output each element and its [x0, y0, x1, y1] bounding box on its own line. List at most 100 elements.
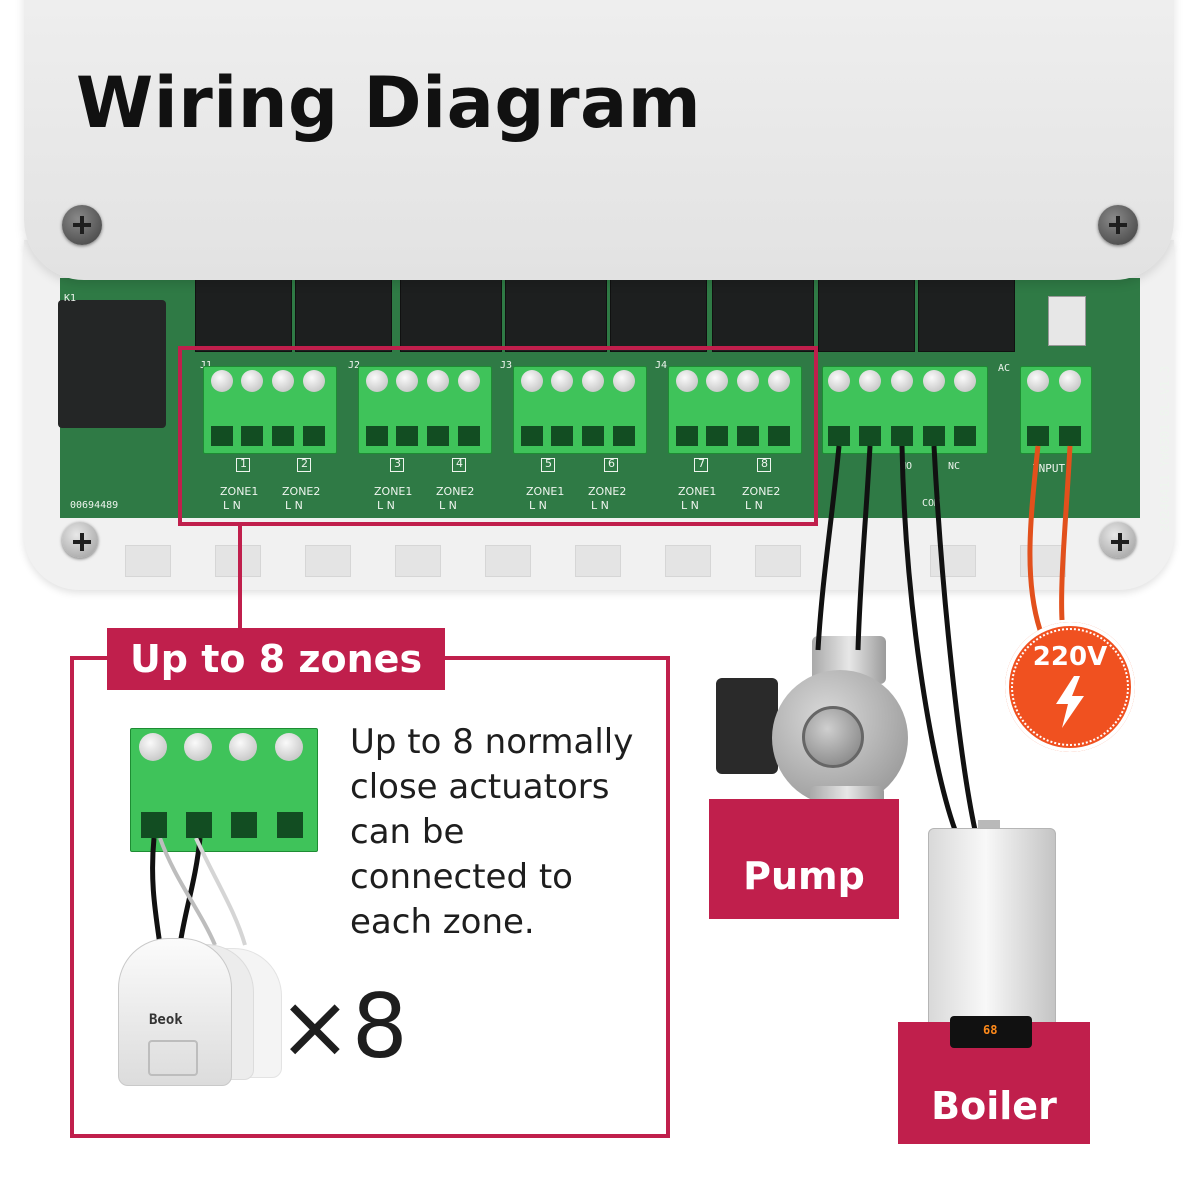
contact-label-no: NO — [900, 461, 913, 472]
input-label: INPUT — [1032, 462, 1066, 475]
terminal-slot[interactable] — [582, 426, 604, 446]
power-label: 220V — [1032, 642, 1108, 672]
relay — [295, 278, 392, 352]
ac-label: AC — [998, 363, 1011, 374]
terminal-screw-icon[interactable] — [676, 370, 698, 392]
terminal-slot[interactable] — [954, 426, 976, 446]
zone-number: 1 — [240, 457, 247, 470]
contact-label-com: COM — [922, 498, 941, 509]
terminal-slot[interactable] — [521, 426, 543, 446]
terminal-slot[interactable] — [303, 426, 325, 446]
terminal-screw-icon[interactable] — [366, 370, 388, 392]
terminal-screw-icon[interactable] — [923, 370, 945, 392]
terminal-screw-icon[interactable] — [1027, 370, 1049, 392]
terminal-slot — [231, 812, 257, 838]
terminal-slot[interactable] — [828, 426, 850, 446]
cable-knockout — [395, 545, 441, 577]
zone-number: 3 — [394, 457, 401, 470]
zone-number-box — [541, 458, 555, 472]
terminal-screw-icon[interactable] — [458, 370, 480, 392]
terminal-screw-icon[interactable] — [1059, 370, 1081, 392]
zone-name: ZONE2 — [742, 485, 781, 498]
terminal-slot[interactable] — [396, 426, 418, 446]
terminal-slot[interactable] — [211, 426, 233, 446]
zone-name: ZONE1 — [220, 485, 259, 498]
relay — [610, 278, 707, 352]
zone-number: 5 — [545, 457, 552, 470]
terminal-screw-icon — [139, 733, 167, 761]
terminal-slot[interactable] — [706, 426, 728, 446]
relay — [400, 278, 502, 352]
power-wire — [1027, 445, 1043, 631]
zone-name: ZONE1 — [678, 485, 717, 498]
terminal-slot — [141, 812, 167, 838]
terminal-slot[interactable] — [366, 426, 388, 446]
terminal-slot[interactable] — [768, 426, 790, 446]
terminal-slot[interactable] — [458, 426, 480, 446]
pump-label: Pump — [709, 799, 899, 919]
terminal-screw-icon[interactable] — [272, 370, 294, 392]
cable-knockout — [305, 545, 351, 577]
terminal-screw-icon[interactable] — [211, 370, 233, 392]
actuator-front — [118, 938, 232, 1086]
terminal-slot[interactable] — [241, 426, 263, 446]
terminal-slot[interactable] — [1027, 426, 1049, 446]
terminal-screw-icon[interactable] — [737, 370, 759, 392]
terminal-screw-icon[interactable] — [521, 370, 543, 392]
zone-name: ZONE2 — [282, 485, 321, 498]
zone-number: 7 — [698, 457, 705, 470]
terminal-screw-icon[interactable] — [859, 370, 881, 392]
terminal-screw-icon[interactable] — [706, 370, 728, 392]
zone-number-box — [757, 458, 771, 472]
terminal-slot[interactable] — [1059, 426, 1081, 446]
terminal-screw-icon[interactable] — [241, 370, 263, 392]
boiler-wire — [899, 445, 958, 831]
terminal-screw-icon[interactable] — [582, 370, 604, 392]
zone-name: ZONE1 — [526, 485, 565, 498]
relay — [712, 278, 814, 352]
boiler-display-value: 68 — [983, 1023, 998, 1037]
zone-number-box — [297, 458, 311, 472]
terminal-screw-icon[interactable] — [891, 370, 913, 392]
terminal-screw-icon — [184, 733, 212, 761]
terminal-screw-icon[interactable] — [828, 370, 850, 392]
zone-name: ZONE2 — [436, 485, 475, 498]
terminal-screw-icon[interactable] — [551, 370, 573, 392]
zone-pins: L N — [529, 499, 547, 512]
zone-pins: L N — [223, 499, 241, 512]
cable-knockout — [485, 545, 531, 577]
terminal-slot[interactable] — [923, 426, 945, 446]
terminal-screw-icon[interactable] — [303, 370, 325, 392]
actuator-indicator — [148, 1040, 198, 1076]
terminal-slot[interactable] — [551, 426, 573, 446]
terminal-screw-icon[interactable] — [768, 370, 790, 392]
board-serial: 00694489 — [70, 500, 119, 511]
zone-number-box — [604, 458, 618, 472]
zone-number-box — [390, 458, 404, 472]
terminal-screw-icon — [275, 733, 303, 761]
terminal-screw-icon[interactable] — [396, 370, 418, 392]
lid-screw-left-icon — [62, 205, 102, 245]
terminal-slot[interactable] — [272, 426, 294, 446]
zone-pins: L N — [591, 499, 609, 512]
terminal-slot[interactable] — [891, 426, 913, 446]
cable-knockout — [125, 545, 171, 577]
terminal-screw-icon[interactable] — [613, 370, 635, 392]
terminal-slot[interactable] — [737, 426, 759, 446]
zone-name: ZONE2 — [588, 485, 627, 498]
terminal-screw-icon[interactable] — [427, 370, 449, 392]
fuse-holder — [1048, 296, 1086, 346]
transformer-k1 — [58, 300, 166, 428]
terminal-slot[interactable] — [427, 426, 449, 446]
contact-label-nc: NC — [948, 461, 961, 472]
terminal-slot[interactable] — [859, 426, 881, 446]
terminal-slot[interactable] — [676, 426, 698, 446]
boiler-display — [950, 1016, 1032, 1048]
terminal-slot[interactable] — [613, 426, 635, 446]
zone-name: ZONE1 — [374, 485, 413, 498]
zone-pins: L N — [377, 499, 395, 512]
pump-terminal-box — [716, 678, 778, 774]
terminal-screw-icon[interactable] — [954, 370, 976, 392]
